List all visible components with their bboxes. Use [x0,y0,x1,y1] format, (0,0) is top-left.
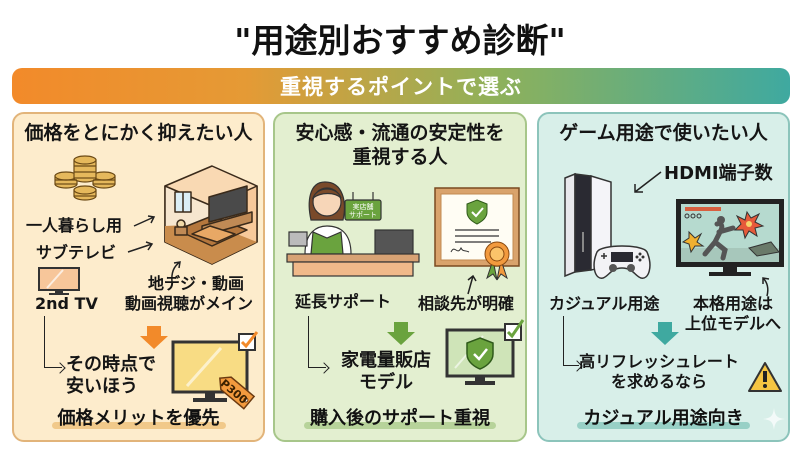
label-result-1: 家電量販店 [341,350,431,371]
certificate-icon [434,187,520,281]
label-clear-contact: 相談先が明確 [418,294,515,313]
label-solo-living: 一人暮らし用 [26,216,123,235]
panel-title-line2: 重視する人 [352,146,448,168]
store-clerk-icon: 実店舗 サポート [286,181,420,277]
svg-text:サポート: サポート [349,211,377,219]
label-serious-1: 本格用途は [692,294,773,313]
coins-icon [54,155,116,201]
panel-budget: 価格をとにかく抑えたい人 一人暮らし用 サブテレビ [12,112,265,442]
panel-footer: カジュアル用途向き [539,404,788,430]
game-console-icon [564,172,612,278]
panel-footer: 価格メリットを優先 [14,404,263,430]
tv-shield-icon [445,319,525,385]
label-result-2: を求めるなら [610,372,707,391]
elbow-arrow-icon [308,316,326,368]
label-sub-tv: サブテレビ [36,243,117,262]
arrow-icon [127,241,154,253]
arrow-icon [467,274,477,295]
footer-label: 購入後のサポート重視 [304,404,496,430]
panel-support: 安心感・流通の安定性を 重視する人 実店舗 サポート [273,112,527,442]
label-usage-1: 地デジ・動画 [147,274,244,293]
label-serious-2: 上位モデルへ [684,314,781,333]
controller-icon [593,245,651,279]
tv-price-tag-icon: P300 [171,331,259,410]
warning-icon [748,362,782,392]
room-icon [164,165,258,265]
elbow-arrow-icon [44,316,62,368]
banner: 重視するポイントで選ぶ [12,68,790,104]
footer-label: カジュアル用途向き [577,404,750,430]
arrow-icon [634,171,662,193]
down-arrow-icon [387,322,415,345]
game-tv-icon [676,199,784,276]
label-hdmi: HDMI端子数 [664,163,773,184]
arrow-icon [762,277,770,297]
down-arrow-icon [651,322,679,345]
panel-title: 価格をとにかく抑えたい人 [24,122,253,144]
label-result-1: その時点で [66,354,156,375]
elbow-arrow-icon [563,316,579,366]
label-casual: カジュアル用途 [549,294,660,313]
label-2nd-tv: 2nd TV [35,294,98,313]
panel-title-line1: 安心感・流通の安定性を [295,122,505,144]
svg-text:実店舗: 実店舗 [353,202,374,211]
arrow-icon [133,215,156,227]
down-arrow-icon [140,326,168,349]
page-title: "用途別おすすめ診断" [234,21,566,60]
label-usage-2: 動画視聴がメイン [124,294,253,313]
arrow-icon [171,261,181,283]
label-result-2: 安いほう [66,376,138,397]
sparkle-icon [763,408,785,430]
panel-footer: 購入後のサポート重視 [275,404,525,430]
panel-gaming: ゲーム用途で使いたい人 HDMI端子数 カジュアル用途 本格用途は 上位モデルへ [537,112,790,442]
label-result-1: 高リフレッシュレート [579,352,739,371]
banner-label: 重視するポイントで選ぶ [280,75,522,99]
label-extended-support: 延長サポート [295,292,392,311]
tv-icon [38,267,80,295]
footer-label: 価格メリットを優先 [51,404,226,430]
label-result-2: モデル [359,372,413,393]
panel-title: ゲーム用途で使いたい人 [559,122,768,144]
